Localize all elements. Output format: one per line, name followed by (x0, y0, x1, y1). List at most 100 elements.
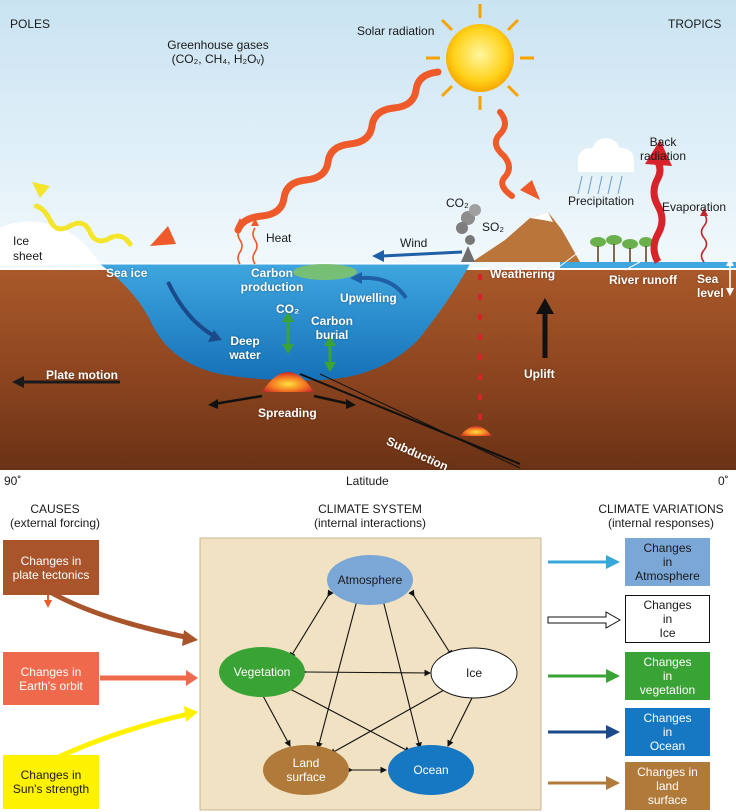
so2-label: SO₂ (482, 220, 504, 234)
variation-line3: Ice (659, 626, 676, 640)
co2-exchange-arrows (282, 312, 336, 372)
uplift-arrow (536, 298, 554, 358)
cause-line2: Sun's strength (12, 782, 90, 796)
subduction-zone (299, 373, 521, 469)
sea-level-line1: Sea (697, 272, 719, 286)
node-land-line1: Land (292, 756, 320, 770)
plate-motion-label: Plate motion (46, 368, 119, 382)
volcano-plume (456, 204, 481, 262)
cause-line1: Changes in (20, 664, 82, 679)
cause-line2: plate tectonics (12, 567, 90, 582)
climate-variations-header: CLIMATE VARIATIONS (internal responses) (586, 502, 736, 530)
wind-arrow (372, 250, 463, 262)
variation-line3: surface (647, 793, 688, 807)
solar-radiation-arrow (150, 68, 442, 246)
co2-volcano-label: CO₂ (446, 196, 469, 210)
ice-sheet-line1: Ice (13, 234, 30, 248)
variation-line2: in (662, 612, 673, 626)
back-radiation-label: Back radiation (630, 135, 696, 163)
weathering-label: Weathering (490, 267, 556, 281)
ice-sheet-label: Ice sheet (13, 234, 42, 264)
ice-sheet (0, 221, 100, 266)
cause-line2: Earth's orbit (19, 678, 83, 693)
carbon-production-line1: Carbon (251, 266, 293, 280)
sun-icon (426, 4, 534, 110)
uplift-label: Uplift (524, 367, 555, 381)
greenhouse-gases-formula: (CO₂, CH₄, H₂Oᵥ) (171, 52, 265, 66)
variation-line2: land (656, 779, 679, 793)
deep-water-label: Deep water (222, 334, 268, 362)
tropics-label: TROPICS (668, 17, 722, 31)
node-ocean: Ocean (413, 763, 449, 777)
carbon-burial-line2: burial (315, 328, 349, 342)
precipitation-label: Precipitation (568, 194, 635, 208)
network-nodes (219, 555, 518, 795)
variation-line1: Changes in (637, 765, 698, 779)
back-radiation-line2: radiation (639, 149, 687, 163)
variation-line3: Atmosphere (635, 569, 700, 583)
evaporation-label: Evaporation (662, 200, 727, 214)
solar-radiation-arrow-right (492, 109, 540, 200)
greenhouse-gases-label: Greenhouse gases (CO₂, CH₄, H₂Oᵥ) (148, 38, 288, 66)
variation-line2: in (662, 725, 673, 739)
response-arrows (547, 555, 622, 790)
node-land-line2: surface (286, 770, 326, 784)
causes-subtitle: (external forcing) (9, 516, 101, 530)
back-radiation-arrow (645, 140, 672, 264)
cause-line1: Changes in (20, 768, 82, 782)
sea-level-label: Sea level (697, 272, 724, 300)
co2-ocean-label: CO₂ (276, 302, 300, 316)
variation-line2: in (662, 669, 673, 683)
poles-label: POLES (10, 17, 51, 31)
climate-system-header: CLIMATE SYSTEM (internal interactions) (270, 502, 470, 530)
spreading-ridge (208, 372, 356, 409)
variation-line1: Changes (643, 598, 692, 612)
leader-lines (554, 247, 641, 271)
variation-line2: in (662, 555, 673, 569)
heat-label: Heat (266, 231, 292, 245)
carbon-production-line2: production (240, 280, 304, 294)
variation-line1: Changes (643, 655, 692, 669)
variation-line1: Changes (643, 541, 692, 555)
greenhouse-gases-title: Greenhouse gases (167, 38, 269, 52)
sea-level-marker (726, 258, 734, 296)
carbon-burial-line1: Carbon (311, 314, 353, 328)
variation-line3: Ocean (649, 739, 686, 753)
variation-line1: Changes (643, 711, 692, 725)
axis-left-label: 90˚ (4, 474, 22, 488)
node-ice: Ice (465, 666, 482, 680)
upwelling-arrow (350, 272, 408, 300)
deep-water-arrow (166, 281, 222, 342)
wind-label: Wind (400, 236, 428, 250)
causes-header: CAUSES (external forcing) (0, 502, 110, 530)
carbon-production-label: Carbon production (232, 266, 312, 294)
cause-line1: Changes in (20, 553, 82, 568)
variation-line3: vegetation (639, 683, 696, 697)
ice-sheet-line2: sheet (13, 249, 43, 263)
plate-motion-arrow (12, 376, 120, 388)
river-runoff-label: River runoff (609, 273, 678, 287)
sea-level-line2: level (697, 286, 724, 300)
axis-right-label: 0˚ (718, 474, 729, 488)
deep-water-line1: Deep (230, 334, 260, 348)
node-vegetation: Vegetation (233, 665, 291, 679)
sea-ice-label: Sea ice (106, 266, 148, 280)
evaporation-arrow (700, 208, 708, 263)
plankton (293, 264, 357, 280)
climate-system-subtitle: (internal interactions) (313, 516, 427, 530)
upwelling-label: Upwelling (340, 291, 397, 305)
mountain (472, 212, 580, 262)
interaction-arrows (256, 589, 480, 774)
cloud (577, 138, 634, 195)
spreading-label: Spreading (258, 406, 317, 420)
